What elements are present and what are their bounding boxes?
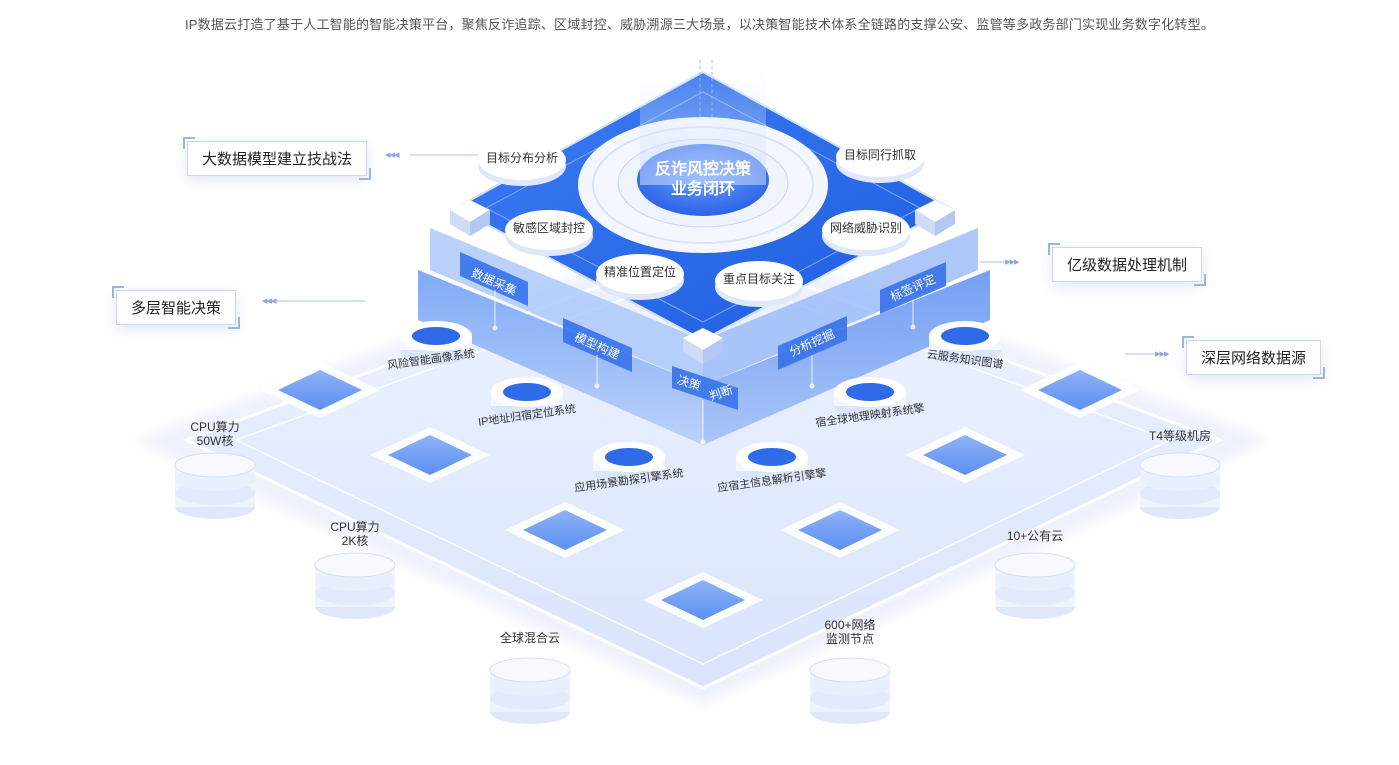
callout-multi: 多层智能决策 xyxy=(111,286,241,329)
block-right-side xyxy=(703,270,990,445)
intro-text: IP数据云打造了基于人工智能的智能决策平台，聚焦反诈追踪、区域封控、威胁溯源三大… xyxy=(184,17,1215,32)
band-panels xyxy=(460,252,946,410)
callout-deep: 深层网络数据源 xyxy=(1181,336,1326,379)
pill-sensitive: 敏感区域封控 xyxy=(512,221,586,235)
pill-threat: 网络威胁识别 xyxy=(829,221,903,235)
server-stacks xyxy=(174,452,1221,724)
pill-target-dist: 目标分布分析 xyxy=(485,151,559,165)
server-global: 全球混合云 xyxy=(499,631,561,645)
arrow-icon: ▸▸▸ xyxy=(1155,348,1170,360)
pill-precise: 精准位置定位 xyxy=(603,265,677,279)
pill-focus: 重点目标关注 xyxy=(722,272,796,286)
server-nodes: 600+网络 监测节点 xyxy=(824,618,876,646)
block-left-side xyxy=(418,270,703,445)
center-label: 反诈风控决策 业务闭环 xyxy=(654,161,752,198)
callout-billion: 亿级数据处理机制 xyxy=(1047,243,1207,286)
server-t4: T4等级机房 xyxy=(1148,429,1212,443)
top-pills xyxy=(478,137,924,307)
callout-model: 大数据模型建立技战法 xyxy=(182,137,372,180)
server-cloud10: 10+公有云 xyxy=(1006,529,1064,543)
server-cpu50: CPU算力 50W核 xyxy=(190,420,240,448)
arrow-icon: ◂◂◂ xyxy=(385,149,400,161)
system-rings xyxy=(400,321,1001,486)
pill-target-peer: 目标同行抓取 xyxy=(843,148,917,162)
arrow-icon: ◂◂◂ xyxy=(262,295,277,307)
corner-cube-left xyxy=(450,200,490,236)
server-cpu2k: CPU算力 2K核 xyxy=(330,520,380,548)
corner-cube-front xyxy=(683,328,723,364)
arrow-icon: ▸▸▸ xyxy=(1005,256,1020,268)
corner-cube-right xyxy=(915,200,955,236)
base-tiles xyxy=(260,362,1140,628)
